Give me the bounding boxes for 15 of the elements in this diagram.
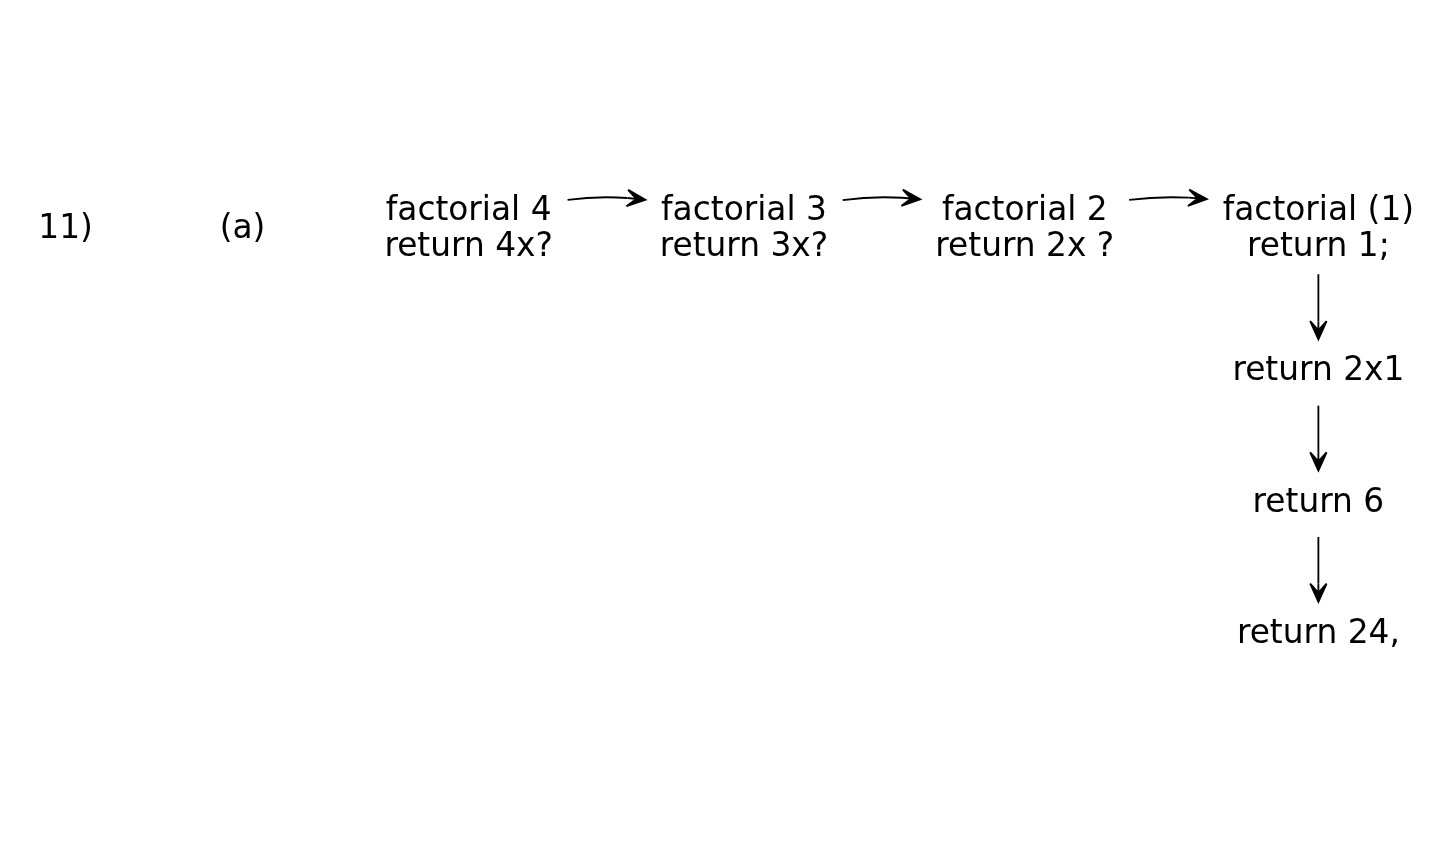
arrow: [1309, 272, 1328, 340]
arrow: [841, 188, 922, 207]
arrow: [1309, 535, 1328, 603]
node-text: return 24,: [1236, 612, 1400, 651]
arrow: [1309, 404, 1328, 471]
node-text: return 6: [1252, 481, 1385, 520]
arrow: [566, 188, 647, 207]
node-text: factorial 2 return 2x ?: [935, 189, 1115, 264]
node-text: return 2x1: [1232, 349, 1405, 388]
label: 11): [38, 207, 93, 246]
label: (a): [219, 207, 266, 246]
node-text: factorial 4 return 4x?: [384, 189, 553, 264]
node-text: factorial (1) return 1;: [1222, 189, 1415, 264]
arrow: [1128, 188, 1208, 207]
node-text: factorial 3 return 3x?: [659, 189, 829, 264]
